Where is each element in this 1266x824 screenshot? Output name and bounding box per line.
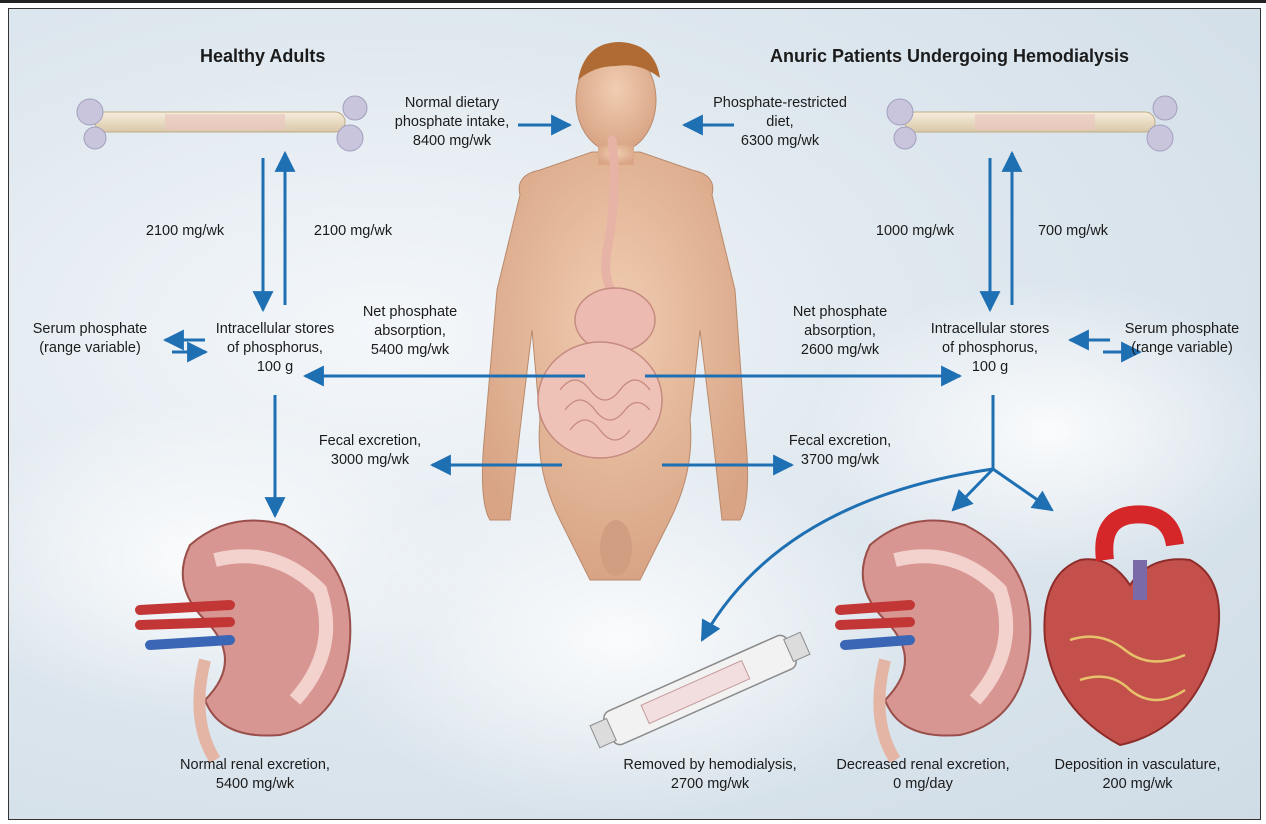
label-bone-out-left: 2100 mg/wk	[130, 222, 240, 241]
label-vasculature: Deposition in vasculature, 200 mg/wk	[1025, 756, 1250, 794]
label-bone-in-right: 700 mg/wk	[1018, 222, 1128, 241]
heading-healthy-adults: Healthy Adults	[200, 46, 325, 67]
label-restricted-intake: Phosphate-restricted diet, 6300 mg/wk	[700, 94, 860, 151]
femur-bone-icon	[887, 96, 1177, 151]
label-serum-right: Serum phosphate (range variable)	[1112, 320, 1252, 358]
label-fecal-right: Fecal excretion, 3700 mg/wk	[770, 432, 910, 470]
label-absorption-left: Net phosphate absorption, 5400 mg/wk	[340, 303, 480, 360]
label-fecal-left: Fecal excretion, 3000 mg/wk	[300, 432, 440, 470]
label-serum-left: Serum phosphate (range variable)	[20, 320, 160, 358]
label-renal-right: Decreased renal excretion, 0 mg/day	[818, 756, 1028, 794]
femur-bone-icon	[77, 96, 367, 151]
label-stores-right: Intracellular stores of phosphorus, 100 …	[915, 320, 1065, 377]
label-normal-intake: Normal dietary phosphate intake, 8400 mg…	[382, 94, 522, 151]
label-bone-in-left: 2100 mg/wk	[298, 222, 408, 241]
label-absorption-right: Net phosphate absorption, 2600 mg/wk	[770, 303, 910, 360]
label-renal-left: Normal renal excretion, 5400 mg/wk	[155, 756, 355, 794]
label-hemodialysis: Removed by hemodialysis, 2700 mg/wk	[600, 756, 820, 794]
heading-dialysis-patients: Anuric Patients Undergoing Hemodialysis	[770, 46, 1129, 67]
label-stores-left: Intracellular stores of phosphorus, 100 …	[200, 320, 350, 377]
label-bone-out-right: 1000 mg/wk	[860, 222, 970, 241]
